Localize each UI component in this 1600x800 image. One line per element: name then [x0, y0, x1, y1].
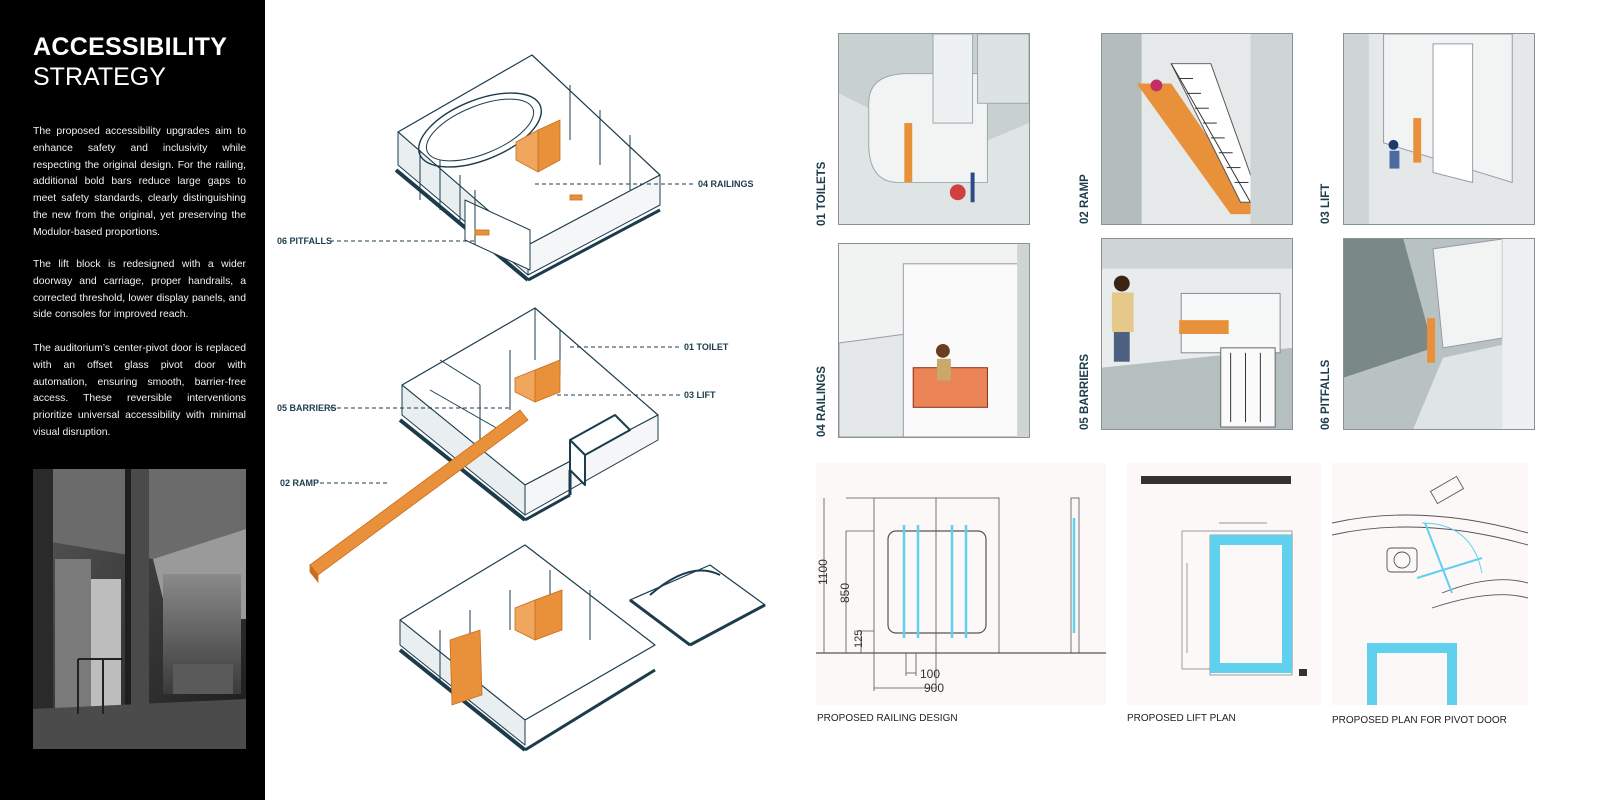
- view-label-barriers: 05 BARRIERS: [1079, 353, 1091, 430]
- label-pitfalls: 06 PITFALLS: [277, 236, 333, 246]
- view-pitfalls: [1343, 238, 1535, 430]
- paragraph-railing: The proposed accessibility upgrades aim …: [33, 126, 246, 238]
- lower-stair-block: [449, 629, 483, 706]
- dim-125: 125: [853, 629, 865, 648]
- view-label-pitfalls: 06 PITFALLS: [1320, 359, 1332, 430]
- view-ramp: [1101, 33, 1293, 225]
- label-ramp: 02 RAMP: [280, 478, 320, 488]
- view-label-ramp: 02 RAMP: [1079, 174, 1091, 224]
- dim-100: 100: [920, 667, 941, 681]
- view-label-lift: 03 LIFT: [1320, 183, 1332, 224]
- lift-plan-drawing: [1127, 463, 1321, 705]
- middle-level-plan: [398, 307, 659, 522]
- lift-caption: PROPOSED LIFT PLAN: [1127, 713, 1236, 724]
- label-lift: 03 LIFT: [684, 390, 716, 400]
- page-title: ACCESSIBILITY: [33, 33, 228, 61]
- view-railings: [838, 243, 1030, 438]
- view-label-toilets: 01 TOILETS: [816, 161, 828, 226]
- paragraph-door: The auditorium’s center-pivot door is re…: [33, 343, 246, 438]
- paragraph-lift: The lift block is redesigned with a wide…: [33, 259, 246, 321]
- railing-drawing: 1100 850 125 100 900: [816, 463, 1106, 705]
- axonometric-diagram: [309, 54, 766, 752]
- sidebar: ACCESSIBILITY STRATEGY The proposed acce…: [0, 0, 265, 800]
- pivot-door-drawing: [1331, 463, 1529, 705]
- interior-photo: [33, 469, 246, 749]
- view-toilets: [838, 33, 1030, 225]
- upper-level-plan: [394, 54, 661, 282]
- page-subtitle: STRATEGY: [33, 63, 166, 91]
- pivot-door-caption: PROPOSED PLAN FOR PIVOT DOOR: [1332, 715, 1507, 726]
- dim-1100: 1100: [816, 559, 830, 585]
- view-lift: [1343, 33, 1535, 225]
- railing-caption: PROPOSED RAILING DESIGN: [817, 713, 958, 724]
- dim-900: 900: [924, 681, 945, 695]
- view-label-railings: 04 RAILINGS: [816, 366, 828, 437]
- view-barriers: [1101, 238, 1293, 430]
- label-toilet: 01 TOILET: [684, 342, 729, 352]
- dim-850: 850: [838, 582, 852, 603]
- label-barriers: 05 BARRIERS: [277, 403, 337, 413]
- label-railings: 04 RAILINGS: [698, 179, 754, 189]
